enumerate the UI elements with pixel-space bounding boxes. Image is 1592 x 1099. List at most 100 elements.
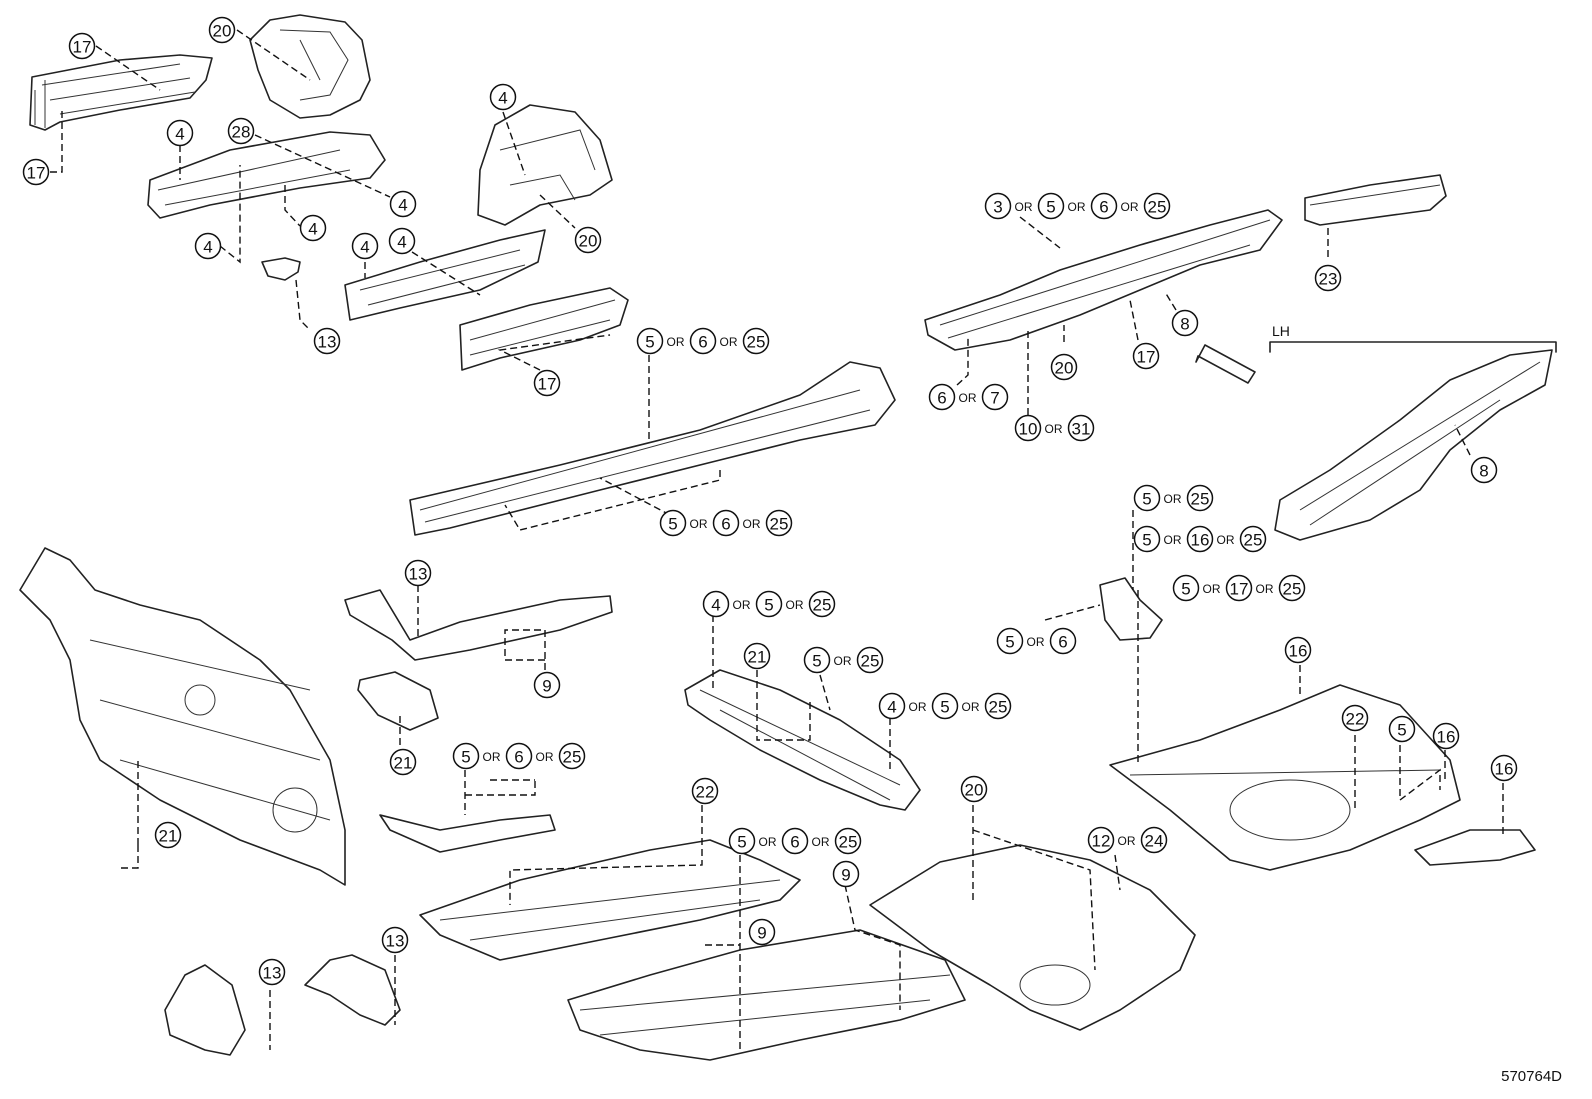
part-dash-panel [19,547,346,886]
callout-13[interactable]: 13 [313,327,341,355]
part-number-circle [1171,309,1199,337]
part-number-circle [1067,414,1095,442]
callout-17[interactable]: 17 [1132,342,1160,370]
callout-9[interactable]: 9 [748,918,776,946]
callout-4[interactable]: 4 [166,119,194,147]
callout-4[interactable]: 4 [389,190,417,218]
callout-9[interactable]: 9 [533,671,561,699]
part-number-circle [832,860,860,888]
part-number-label: 5 [461,748,470,767]
part-number-circle [659,509,687,537]
part-number-label: 25 [1191,490,1210,509]
callout-17[interactable]: 17 [533,369,561,397]
part-number-label: 5 [812,652,821,671]
part-number-circle [258,958,286,986]
callout-21[interactable]: 21 [389,748,417,776]
callout-20[interactable]: 20 [960,775,988,803]
part-number-label: 5 [737,833,746,852]
part-number-label: 22 [1346,710,1365,729]
part-number-circle [931,692,959,720]
callout-4[interactable]: 4 [194,232,222,260]
callout-4[interactable]: 4 [489,83,517,111]
part-number-label: 4 [887,698,896,717]
callout-22[interactable]: 22 [1341,704,1369,732]
callout-13[interactable]: 13 [404,559,432,587]
callout-13[interactable]: 13 [258,958,286,986]
part-number-label: 16 [1289,642,1308,661]
callout-16[interactable]: 16 [1490,754,1518,782]
part-number-label: 31 [1072,420,1091,439]
or-connector: OR [1015,200,1033,214]
callout-20[interactable]: 20 [1050,353,1078,381]
part-number-label: 13 [263,964,282,983]
part-number-label: 13 [409,565,428,584]
part-number-circle [803,646,831,674]
callout-23[interactable]: 23 [1314,264,1342,292]
part-number-circle [755,590,783,618]
or-connector: OR [1164,533,1182,547]
callout-17[interactable]: 17 [22,158,50,186]
part-number-label: 25 [770,515,789,534]
part-number-label: 13 [386,932,405,951]
callout-16[interactable]: 16 [1432,722,1460,750]
or-connector: OR [959,391,977,405]
part-number-label: 20 [213,22,232,41]
callout-20[interactable]: 20 [574,226,602,254]
callout-21[interactable]: 21 [154,821,182,849]
callout-21[interactable]: 21 [743,642,771,670]
part-front-brace-13 [164,964,246,1056]
callout-9[interactable]: 9 [832,860,860,888]
part-front-floor-pan [419,839,801,961]
part-number-circle [1388,715,1416,743]
part-number-label: 13 [318,333,337,352]
callout-20[interactable]: 20 [208,16,236,44]
part-number-circle [388,227,416,255]
part-number-label: 7 [990,389,999,408]
part-rear-floor-crossmember [1414,829,1536,866]
part-number-circle [702,590,730,618]
part-number-label: 16 [1191,531,1210,550]
part-number-label: 25 [1148,198,1167,217]
part-number-circle [1143,192,1171,220]
part-number-circle [1186,484,1214,512]
part-number-label: 17 [27,164,46,183]
part-floor-side-strip [379,814,556,853]
callout-4[interactable]: 4 [299,214,327,242]
callout-22[interactable]: 22 [691,777,719,805]
callout-13[interactable]: 13 [381,926,409,954]
callout-28[interactable]: 28 [227,117,255,145]
callout-8[interactable]: 8 [1171,309,1199,337]
callout-16[interactable]: 16 [1284,636,1312,664]
part-number-circle [1490,754,1518,782]
part-number-circle [742,327,770,355]
callout-8[interactable]: 8 [1470,456,1498,484]
callout-4[interactable]: 4 [351,232,379,260]
part-number-circle [1314,264,1342,292]
part-number-label: 17 [538,375,557,394]
part-number-label: 4 [360,238,369,257]
part-number-label: 12 [1092,832,1111,851]
callout-5[interactable]: 5 [1388,715,1416,743]
or-connector: OR [1217,533,1235,547]
callout-4[interactable]: 4 [388,227,416,255]
callout-17[interactable]: 17 [68,32,96,60]
part-number-circle [389,748,417,776]
part-number-circle [1172,574,1200,602]
part-number-label: 21 [394,754,413,773]
part-rocker-panel [409,361,896,536]
